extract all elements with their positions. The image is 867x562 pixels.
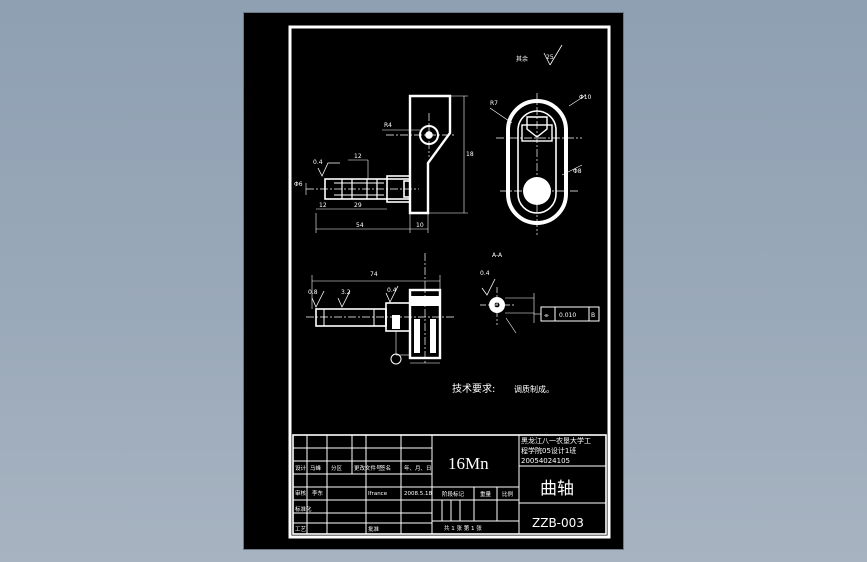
- drawing-sheet: 74 54 29 12 12 10 18 0.4 0.8 3.2 0.4 0.4…: [243, 12, 624, 550]
- tb-design-3: 更改文件号: [354, 464, 382, 472]
- title-block: [292, 434, 607, 535]
- tb-student-id: 20054024105: [521, 457, 570, 465]
- dim-04c: 0.4: [480, 270, 490, 277]
- roughness-label: 其余: [516, 55, 528, 63]
- tb-design-1: 马峰: [310, 464, 322, 472]
- tb-school-line1: 黑龙江八一农垦大学工: [521, 436, 591, 445]
- tb-design-4: 签名: [380, 464, 391, 472]
- tb-sheet-info: 共 1 张 第 1 张: [444, 524, 482, 532]
- dim-phi6: Φ6: [294, 181, 303, 188]
- dim-12a: 12: [354, 153, 362, 160]
- tb-process: 工艺: [295, 526, 307, 533]
- tb-check-1: 李东: [312, 489, 324, 497]
- dim-54: 54: [356, 222, 364, 229]
- dim-r7: R7: [490, 100, 498, 107]
- tolerance-datum: B: [591, 312, 595, 319]
- dim-phi8: Φ8: [573, 168, 582, 175]
- tb-part-name: 曲轴: [540, 479, 574, 499]
- tb-design-0: 设计: [295, 464, 307, 472]
- tb-check-3: Ifrance: [368, 491, 388, 497]
- tb-school-line2: 程学院05设计1班: [521, 446, 576, 455]
- dim-phi10: Φ10: [579, 94, 592, 101]
- tb-material: 16Mn: [448, 454, 489, 473]
- dim-08: 0.8: [308, 289, 318, 296]
- bottom-view: [306, 253, 454, 365]
- tech-requirements-text: 调质制成。: [514, 384, 554, 394]
- crankshaft-drawing: 74 54 29 12 12 10 18 0.4 0.8 3.2 0.4 0.4…: [288, 25, 611, 539]
- side-view: [489, 44, 587, 235]
- tb-stage-label: 阶段标记: [442, 490, 465, 498]
- tb-weight-label: 重量: [480, 490, 492, 498]
- dim-04a: 0.4: [313, 159, 323, 166]
- tb-approve: 批准: [368, 525, 380, 533]
- dim-10: 10: [416, 222, 424, 229]
- tb-check-5: 2008.5.18: [404, 491, 432, 497]
- dim-32: 3.2: [341, 289, 351, 296]
- front-view: [305, 94, 468, 233]
- dim-18: 18: [466, 151, 474, 158]
- tolerance-value: 0.010: [559, 312, 576, 319]
- dim-74: 74: [370, 271, 378, 278]
- tb-design-2: 分区: [331, 464, 343, 472]
- tolerance-symbol: ⌯: [544, 312, 549, 319]
- dim-r4: R4: [384, 122, 392, 129]
- tech-requirements-title: 技术要求:: [452, 382, 495, 395]
- tb-scale-label: 比例: [502, 490, 514, 498]
- tb-std: 标准化: [295, 505, 312, 513]
- dim-29: 29: [354, 202, 362, 209]
- tb-design-5: 年、月、日: [404, 464, 432, 472]
- section-label: A-A: [492, 252, 503, 259]
- roughness-value: 25: [546, 54, 554, 61]
- dim-12b: 12: [319, 202, 327, 209]
- section-a-a: [480, 278, 600, 334]
- dim-04b: 0.4: [387, 287, 397, 294]
- tb-check-0: 审核: [295, 489, 307, 497]
- drawing-border: [288, 25, 611, 539]
- tb-drawing-no: ZZB-003: [532, 516, 584, 530]
